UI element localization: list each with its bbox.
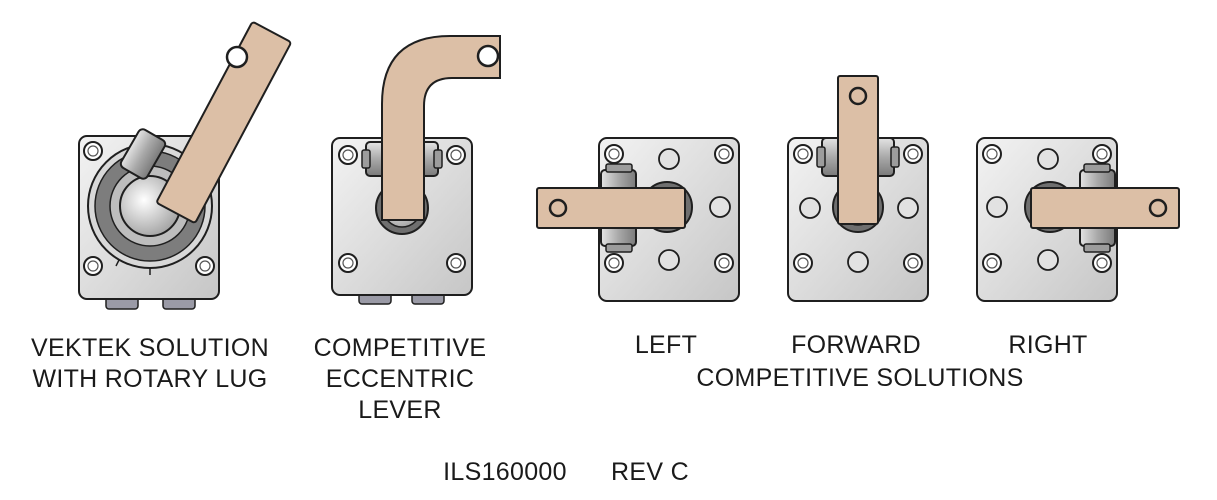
eccentric-lever-arm [381,35,501,221]
right-label: RIGHT [1008,331,1088,359]
eccentric-lever-label: COMPETITIVE ECCENTRIC LEVER [300,333,500,426]
label-line: LEVER [358,396,442,424]
left-clamp [536,137,740,302]
arm-hole [225,45,249,69]
arm-hole [476,44,500,68]
label-line: ECCENTRIC [325,365,475,393]
vektek-solution-label: VEKTEK SOLUTION WITH ROTARY LUG [28,333,272,395]
eccentric-lever-clamp [331,35,501,305]
forward-label: FORWARD [791,331,921,359]
lever-arm [536,187,686,229]
lever-arm [837,75,879,225]
lever-arm [1030,187,1180,229]
part-number: ILS160000 [443,458,567,486]
arm-hole [848,86,868,106]
arm-hole [548,198,568,218]
mounting-holes [338,145,466,273]
label-line: WITH ROTARY LUG [32,365,268,393]
competitive-solutions-label: COMPETITIVE SOLUTIONS [696,364,1024,392]
forward-clamp [787,75,929,302]
revision: REV C [611,458,689,486]
vektek-rotary-lug-clamp [78,21,292,310]
left-label: LEFT [634,331,698,359]
right-clamp [976,137,1180,302]
label-line: VEKTEK SOLUTION [31,334,269,362]
label-line: COMPETITIVE [313,334,487,362]
arm-hole [1148,198,1168,218]
rotary-lug-arm [156,21,292,224]
